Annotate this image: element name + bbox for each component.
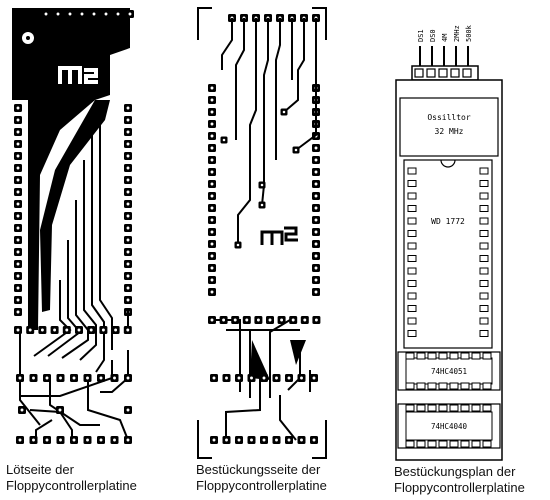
caption-component-line2: Floppycontrollerplatine — [196, 478, 327, 493]
caption-placement-plan: Bestückungsplan der Floppycontrollerplat… — [394, 464, 525, 496]
oscillator — [399, 97, 499, 157]
placement-plan-layout: DS1 DS0 4M 2MHz 500k Ossilltor 32 MHz WD… — [395, 24, 503, 461]
pin-label-4m: 4M — [441, 34, 449, 42]
component-side-layout — [197, 7, 327, 459]
pin-header — [411, 65, 479, 81]
caption-solder-line1: Lötseite der — [6, 462, 74, 477]
chip-label-wd1772: WD 1772 — [431, 217, 465, 226]
pin-label-2mhz: 2MHz — [453, 25, 461, 42]
caption-solder-line2: Floppycontrollerplatine — [6, 478, 137, 493]
caption-plan-line1: Bestückungsplan der — [394, 464, 516, 479]
oscillator-label: Ossilltor — [427, 113, 471, 122]
pin-label-500k: 500k — [465, 24, 473, 42]
caption-component-side: Bestückungsseite der Floppycontrollerpla… — [196, 462, 327, 494]
copper-pour — [12, 8, 130, 330]
pin-label-ds0: DS0 — [429, 29, 437, 42]
caption-component-line1: Bestückungsseite der — [196, 462, 321, 477]
oscillator-frequency: 32 MHz — [435, 127, 464, 136]
wd1772-chip — [403, 159, 493, 349]
pin-label-ds1: DS1 — [417, 29, 425, 42]
caption-solder-side: Lötseite der Floppycontrollerplatine — [6, 462, 137, 494]
solder-side-layout — [12, 8, 134, 444]
chip-label-74hc4040: 74HC4040 — [431, 422, 468, 431]
board-logo — [58, 66, 98, 84]
chip-label-74hc4051: 74HC4051 — [431, 367, 467, 376]
board-logo-component — [260, 226, 298, 245]
caption-plan-line2: Floppycontrollerplatine — [394, 480, 525, 495]
